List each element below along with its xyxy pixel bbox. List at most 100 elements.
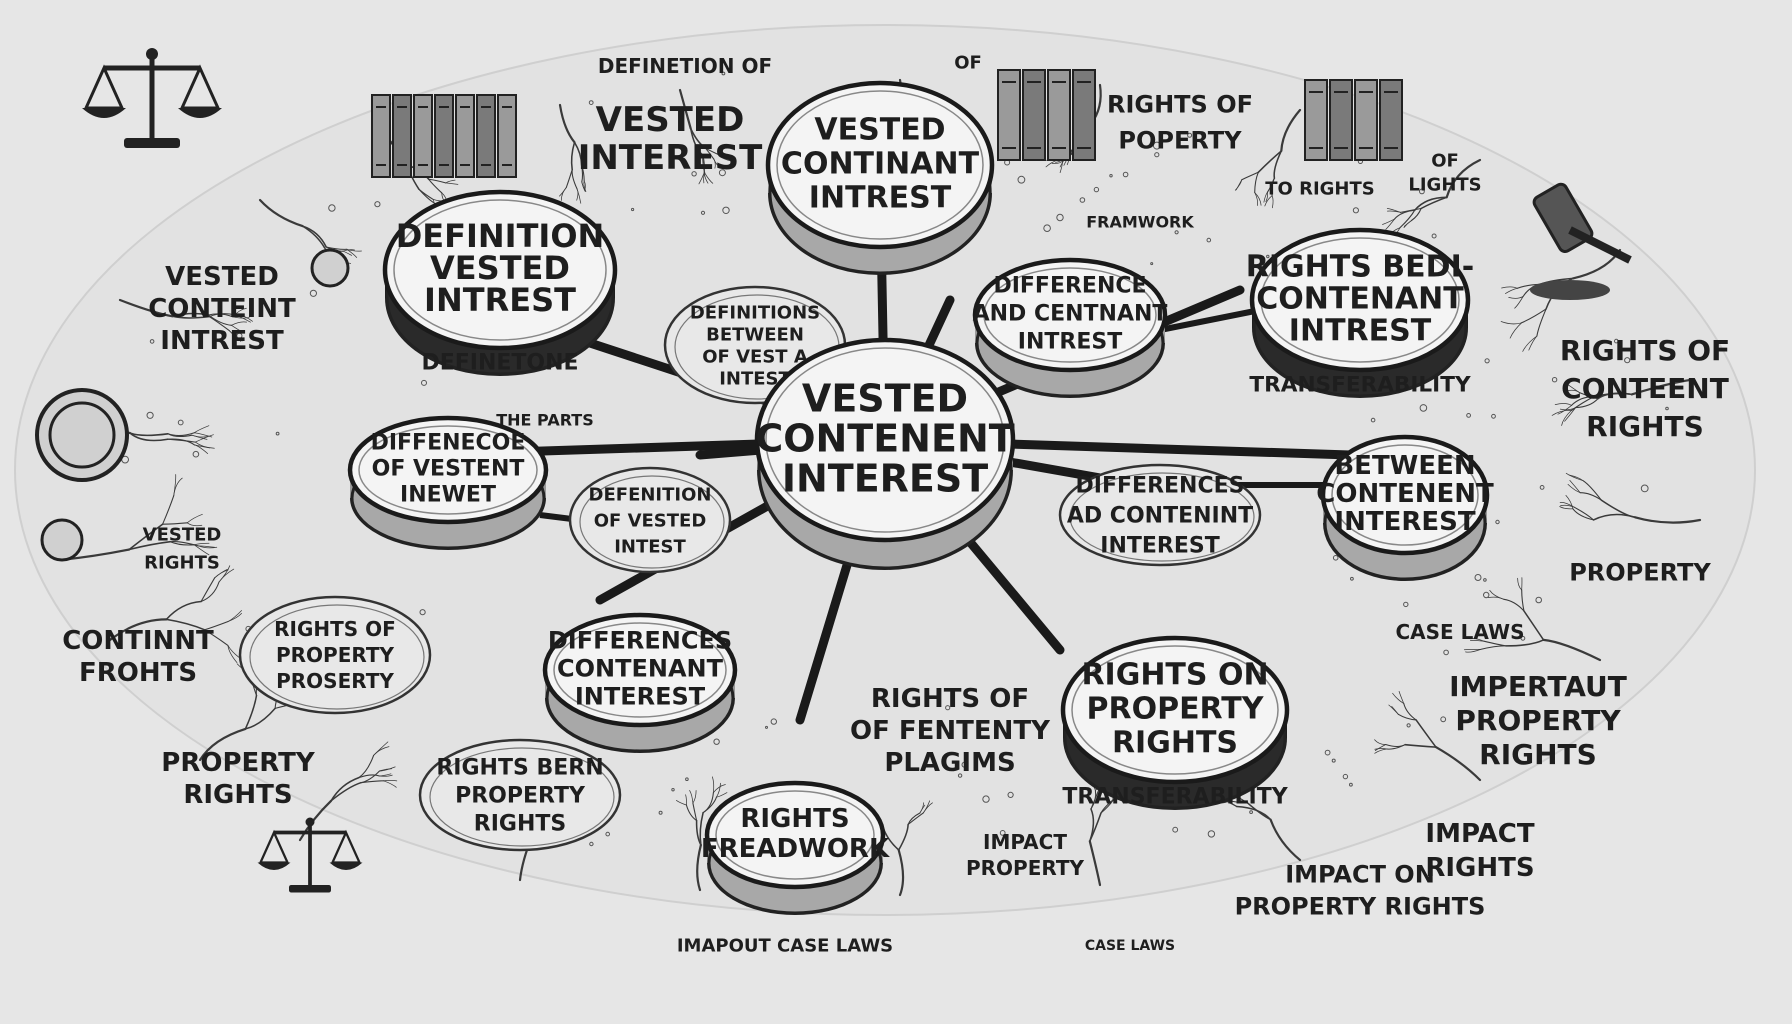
doodle-dot — [1154, 152, 1160, 158]
branch-stroke — [719, 154, 730, 161]
bubble-text: VESTED — [430, 249, 570, 287]
branch-stroke — [445, 179, 456, 184]
branch-stroke — [301, 225, 326, 249]
bubble-text: CONTENANT — [1256, 282, 1464, 317]
label-text: INTREST — [160, 326, 284, 356]
doodle-dot — [146, 411, 154, 419]
label-text: FRAMWORK — [1086, 213, 1194, 232]
label-case-laws-bottom: CASE LAWS — [1085, 938, 1175, 954]
branch-stroke — [1503, 598, 1525, 612]
branch-stroke — [897, 848, 905, 897]
callout-inner-outline — [579, 475, 725, 569]
bubble-text: DEFINITION — [396, 217, 605, 255]
doodle-dot — [1332, 555, 1339, 561]
label-text: RIGHTS — [183, 780, 292, 810]
disc-top — [1060, 635, 1290, 785]
doodle-dot — [1152, 141, 1161, 150]
branch-stroke — [1059, 160, 1064, 173]
branch-stroke — [1572, 508, 1595, 521]
doodle-dot — [1614, 338, 1619, 344]
doodle-dot — [961, 761, 968, 768]
branch-stroke — [193, 542, 210, 546]
branch-stroke — [194, 434, 214, 443]
branch-stroke — [232, 307, 247, 318]
doodle-dot — [713, 738, 720, 745]
label-text: VESTED — [596, 100, 745, 140]
callout-outline — [568, 466, 732, 574]
branch-stroke — [559, 187, 567, 197]
disc-inner-ring — [983, 267, 1157, 363]
branch-stroke — [383, 780, 397, 788]
doodle-dot — [1206, 237, 1212, 243]
label-of-top: OF — [954, 52, 982, 73]
doodle-dot — [999, 830, 1006, 836]
branch-stroke — [685, 794, 687, 806]
disc-inner-ring — [1331, 444, 1479, 546]
branch-stroke — [1517, 577, 1523, 591]
bubble-text: VESTED — [814, 113, 945, 148]
branch-stroke — [558, 103, 576, 144]
doodle-dot — [1495, 519, 1500, 525]
branch-stroke — [1542, 638, 1602, 662]
branch-stroke — [1410, 207, 1422, 222]
doodle-dot — [945, 705, 951, 711]
branch-stroke — [1630, 378, 1692, 396]
branch-stroke — [897, 823, 909, 851]
branch-stroke — [689, 127, 704, 157]
label-text: IMPACT — [983, 830, 1067, 854]
branch-stroke — [1559, 407, 1576, 411]
doodle-dot — [1342, 773, 1349, 780]
doodle-dot — [589, 841, 594, 847]
label-text: LIGHTS — [1408, 174, 1481, 195]
branch-stroke — [1600, 499, 1636, 519]
branch-stroke — [231, 324, 245, 334]
branch-stroke — [1470, 640, 1485, 642]
branch-stroke — [1514, 296, 1524, 309]
bubble-text: RIGHTS ON — [1081, 658, 1268, 693]
bubble-text: DIFFENECOE — [371, 431, 526, 456]
label-text: POPERTY — [1118, 126, 1242, 154]
center-node-text: VESTED — [802, 376, 968, 420]
label-text: PROPERTY — [1455, 704, 1621, 737]
callout-text: RIGHTS — [474, 812, 566, 837]
branch-stroke — [1254, 171, 1259, 194]
branch-stroke — [1404, 743, 1437, 748]
branch-stroke — [1271, 195, 1274, 209]
label-text: RIGHTS — [1425, 853, 1534, 883]
branch-stroke — [379, 768, 392, 772]
doodle-dot — [1665, 406, 1669, 411]
label-text: CONTEINT — [148, 294, 296, 324]
callout-text: RIGHTS OF — [274, 617, 396, 641]
branch-stroke — [346, 248, 358, 258]
branch-stroke — [298, 799, 333, 842]
doodle-dot — [671, 788, 675, 792]
branch-stroke — [907, 812, 921, 826]
bubble-text: INTREST — [1289, 314, 1432, 349]
branch-stroke — [1264, 195, 1273, 207]
branch-stroke — [360, 770, 381, 784]
branch-stroke — [1561, 410, 1572, 426]
branch-stroke — [162, 522, 188, 525]
branch-stroke — [1235, 179, 1243, 191]
doodle-dot — [1352, 207, 1360, 214]
branch-stroke — [704, 147, 715, 160]
disc-inner-ring — [776, 90, 984, 240]
connector-line — [1159, 307, 1261, 333]
branch-stroke — [581, 164, 584, 183]
doodle-dot — [1266, 254, 1270, 259]
disc-top — [765, 80, 995, 250]
branch-stroke — [171, 312, 210, 318]
scales-of-justice-icon — [257, 817, 363, 893]
bubble-text: BETWEEN — [1334, 451, 1475, 481]
disc-top — [347, 415, 549, 525]
doodle-dot — [631, 207, 635, 212]
